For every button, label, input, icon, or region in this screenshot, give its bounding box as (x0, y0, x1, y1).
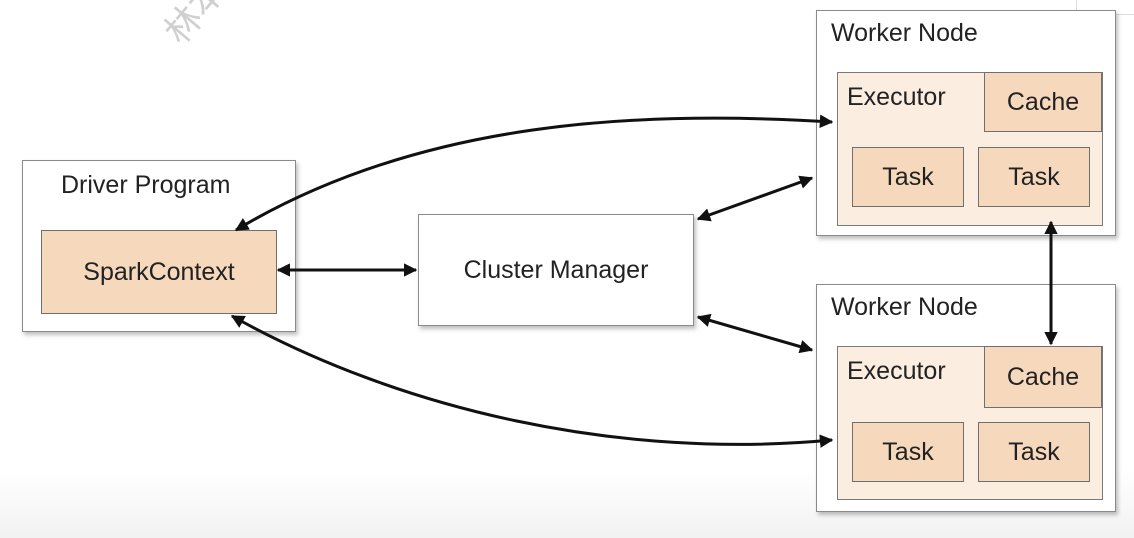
task-label: Task (1008, 162, 1060, 191)
task-label: Task (1008, 437, 1060, 466)
task-box: Task (852, 422, 964, 482)
worker-node-box: Worker Node Executor Cache Task Task (816, 10, 1116, 236)
executor-box: Executor Cache Task Task (837, 346, 1103, 500)
cluster-manager-box: Cluster Manager (418, 214, 694, 326)
arrow-cluster-manager-worker1 (696, 175, 814, 222)
cluster-manager-label: Cluster Manager (463, 255, 649, 284)
worker-node-box: Worker Node Executor Cache Task Task (816, 284, 1116, 512)
cache-box: Cache (984, 72, 1102, 132)
executor-label: Executor (847, 83, 946, 111)
sparkcontext-box: SparkContext (41, 230, 277, 314)
task-label: Task (882, 437, 934, 466)
arrow-cluster-manager-worker2 (696, 313, 814, 354)
sparkcontext-label: SparkContext (83, 257, 235, 286)
executor-box: Executor Cache Task Task (837, 72, 1103, 226)
arrow-driver-to-worker1 (234, 114, 834, 232)
arrow-driver-to-worker2 (230, 314, 834, 448)
task-label: Task (882, 162, 934, 191)
cache-box: Cache (984, 346, 1102, 408)
task-box: Task (978, 147, 1090, 207)
cache-label: Cache (1006, 362, 1080, 391)
task-box: Task (978, 422, 1090, 482)
task-box: Task (852, 147, 964, 207)
worker-node-title: Worker Node (831, 19, 978, 47)
worker-node-title: Worker Node (831, 293, 978, 321)
driver-program-title: Driver Program (61, 171, 231, 199)
cache-label: Cache (1006, 87, 1080, 116)
executor-label: Executor (847, 357, 946, 385)
